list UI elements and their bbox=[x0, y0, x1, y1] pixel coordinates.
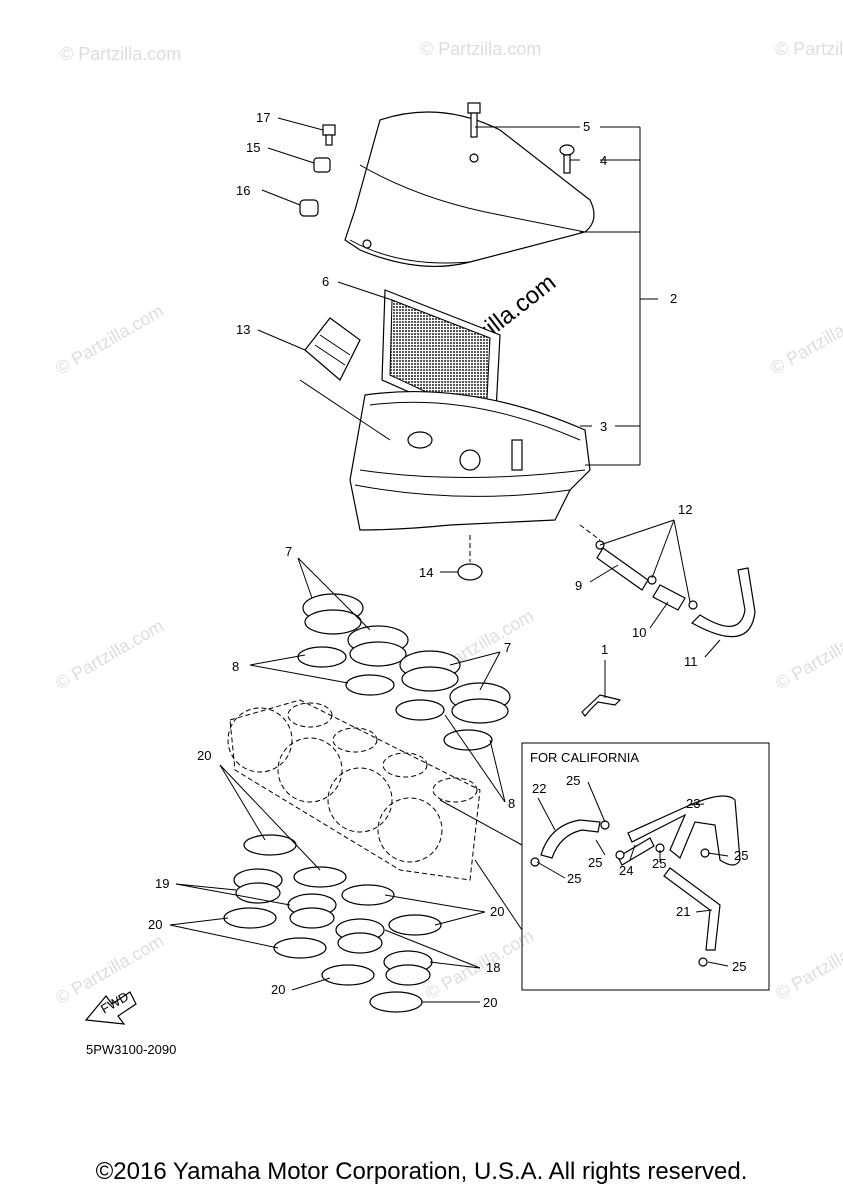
watermark-text: © Partzilla.com bbox=[60, 44, 181, 64]
bolt-5 bbox=[467, 102, 481, 138]
watermark-text: © Partzilla.com bbox=[772, 925, 843, 1003]
callout-20-bottom-left: 20 bbox=[271, 982, 285, 997]
clamps-8 bbox=[297, 646, 493, 751]
callout-8-right: 8 bbox=[508, 796, 515, 811]
callout-20-mid-left: 20 bbox=[148, 917, 162, 932]
air-case-cover bbox=[344, 111, 595, 268]
watermark-text: © Partzilla.com bbox=[767, 300, 843, 378]
callout-7-upper: 7 bbox=[285, 544, 292, 559]
callout-21: 21 bbox=[676, 904, 690, 919]
grommet-16 bbox=[299, 199, 319, 217]
watermark-text: © Partzilla.com bbox=[772, 615, 843, 693]
callout-20-upper-left: 20 bbox=[197, 748, 211, 763]
callout-25-c: 25 bbox=[567, 871, 581, 886]
callout-17: 17 bbox=[256, 110, 270, 125]
callout-5: 5 bbox=[583, 119, 590, 134]
watermark-text: © Partzilla.com bbox=[422, 925, 537, 1003]
callout-23: 23 bbox=[686, 796, 700, 811]
callout-12: 12 bbox=[678, 502, 692, 517]
air-filter-element-6 bbox=[381, 289, 501, 431]
callout-20-mid-right: 20 bbox=[490, 904, 504, 919]
callout-25-b: 25 bbox=[588, 855, 602, 870]
screw-4 bbox=[559, 144, 575, 174]
copyright-notice: ©2016 Yamaha Motor Corporation, U.S.A. A… bbox=[95, 1158, 748, 1185]
callout-8-left: 8 bbox=[232, 659, 239, 674]
callout-16: 16 bbox=[236, 183, 250, 198]
watermark-text: © Partzilla.com bbox=[420, 39, 541, 59]
callout-4: 4 bbox=[600, 153, 607, 168]
callout-18: 18 bbox=[486, 960, 500, 975]
forward-arrow-icon: FWD bbox=[84, 989, 137, 1025]
callout-25-d: 25 bbox=[652, 856, 666, 871]
callout-25-e: 25 bbox=[734, 848, 748, 863]
collar-15 bbox=[313, 157, 331, 173]
callout-24: 24 bbox=[619, 863, 633, 878]
callout-10: 10 bbox=[632, 625, 646, 640]
callout-7-right: 7 bbox=[504, 640, 511, 655]
callout-1: 1 bbox=[601, 642, 608, 657]
callout-25-f: 25 bbox=[732, 959, 746, 974]
air-case-lower bbox=[349, 390, 591, 531]
callout-2: 2 bbox=[670, 291, 677, 306]
callout-6: 6 bbox=[322, 274, 329, 289]
breather-hose-assembly bbox=[579, 524, 756, 638]
callout-20-bottom-right: 20 bbox=[483, 995, 497, 1010]
callout-labels: 1 2 3 4 5 6 7 7 8 8 9 10 11 12 13 14 15 … bbox=[148, 110, 748, 1010]
california-box: FOR CALIFORNIA bbox=[521, 742, 770, 991]
callout-22: 22 bbox=[532, 781, 546, 796]
callout-13: 13 bbox=[236, 322, 250, 337]
watermark-text: © Partzilla.com bbox=[52, 300, 167, 378]
callout-9: 9 bbox=[575, 578, 582, 593]
california-box-title: FOR CALIFORNIA bbox=[530, 750, 639, 765]
intake-joints-lower bbox=[223, 834, 442, 1013]
callout-19: 19 bbox=[155, 876, 169, 891]
bolt-17 bbox=[322, 124, 336, 146]
plate-1 bbox=[581, 694, 622, 717]
sponge-13 bbox=[304, 317, 361, 381]
leader-lines bbox=[169, 117, 729, 1003]
carburetor-assembly bbox=[227, 699, 481, 881]
watermark-text: © Partzilla.com bbox=[52, 615, 167, 693]
watermark-text: © Partzilla.com bbox=[775, 39, 843, 59]
callout-11: 11 bbox=[684, 654, 698, 669]
callout-14: 14 bbox=[419, 565, 433, 580]
drawing-number: 5PW3100-2090 bbox=[86, 1042, 177, 1057]
rubber-14 bbox=[457, 535, 483, 581]
carburetor-joints-7 bbox=[302, 593, 511, 724]
callout-25-a: 25 bbox=[566, 773, 580, 788]
callout-15: 15 bbox=[246, 140, 260, 155]
callout-3: 3 bbox=[600, 419, 607, 434]
